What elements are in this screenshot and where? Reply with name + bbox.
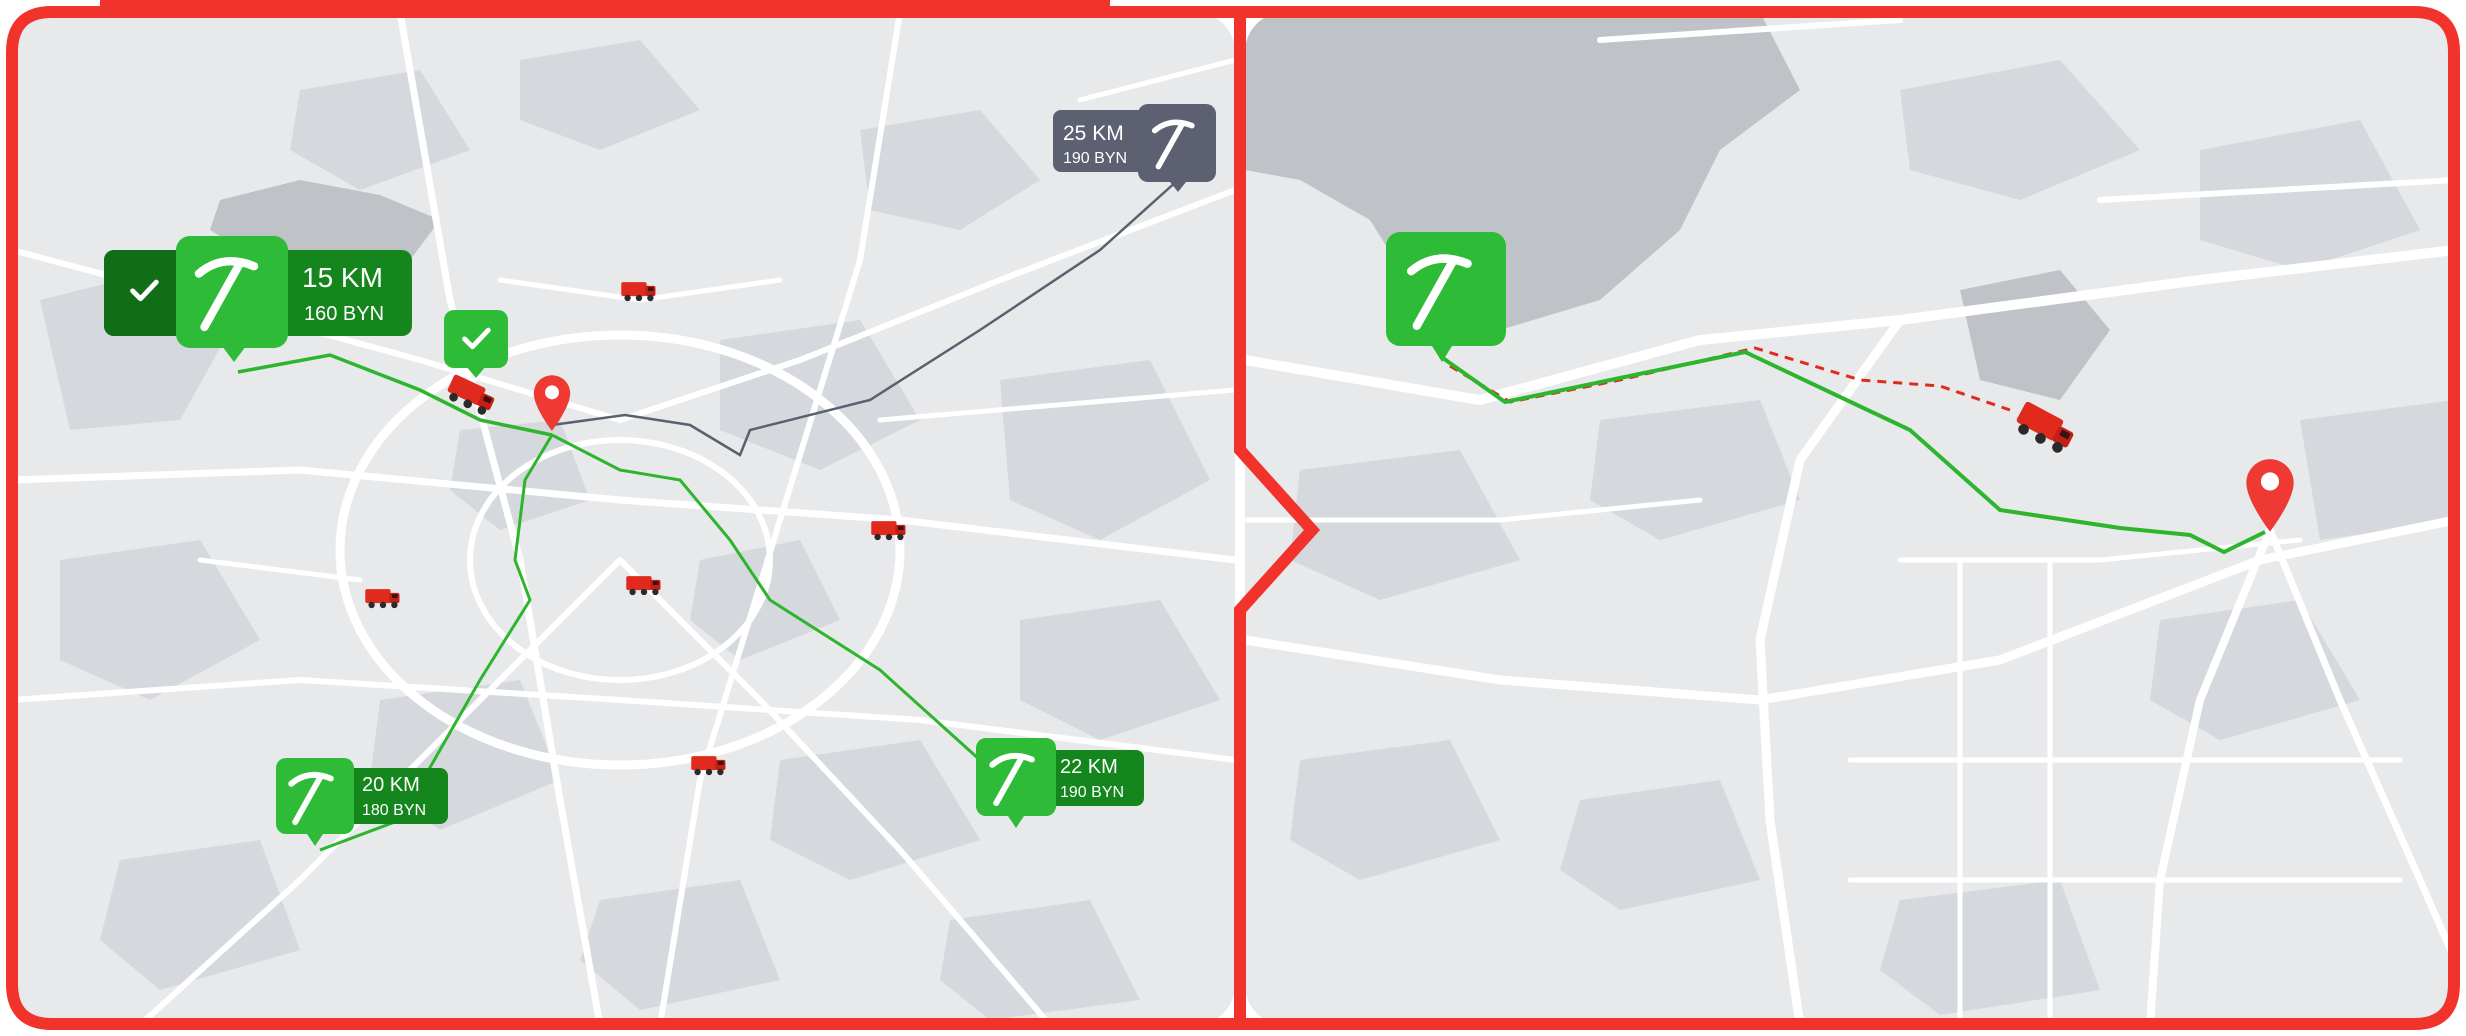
quarry-marker-a[interactable]: 15 KM 160 BYN: [104, 236, 412, 362]
right-map-panel[interactable]: [1245, 12, 2455, 1025]
price-label: 190 BYN: [1060, 784, 1124, 801]
header-tab: [100, 0, 1110, 16]
quarry-marker-c[interactable]: 20 KM 180 BYN: [276, 758, 448, 846]
marker-label-bg: [330, 768, 448, 824]
route-to-quarry-a: [237, 353, 553, 437]
left-map-panel[interactable]: 15 KM 160 BYN 25 KM 190 BYN 20 KM 180 BY…: [12, 12, 1235, 1025]
distance-label: 20 KM: [362, 774, 420, 796]
route-to-quarry-b: [551, 179, 1179, 457]
land-patches: [1290, 60, 2455, 1015]
water-body: [1245, 12, 1800, 330]
marker-label-bg: [1040, 750, 1144, 806]
price-label: 160 BYN: [304, 303, 384, 325]
distance-label: 22 KM: [1060, 756, 1118, 778]
route-completed: [1438, 349, 2266, 555]
distance-label: 15 KM: [302, 262, 383, 293]
quarry-marker-right[interactable]: [1386, 232, 1506, 362]
price-label: 190 BYN: [1063, 150, 1127, 167]
check-badge[interactable]: [444, 310, 508, 378]
quarry-marker-d[interactable]: 22 KM 190 BYN: [976, 738, 1144, 828]
route-to-quarry-d: [551, 433, 1013, 782]
panel-divider-arrow: [1234, 12, 1321, 1024]
price-label: 180 BYN: [362, 802, 426, 819]
quarry-marker-b[interactable]: 25 KM 190 BYN: [1053, 104, 1216, 192]
outer-frame: [6, 6, 2460, 1030]
distance-label: 25 KM: [1063, 122, 1124, 145]
